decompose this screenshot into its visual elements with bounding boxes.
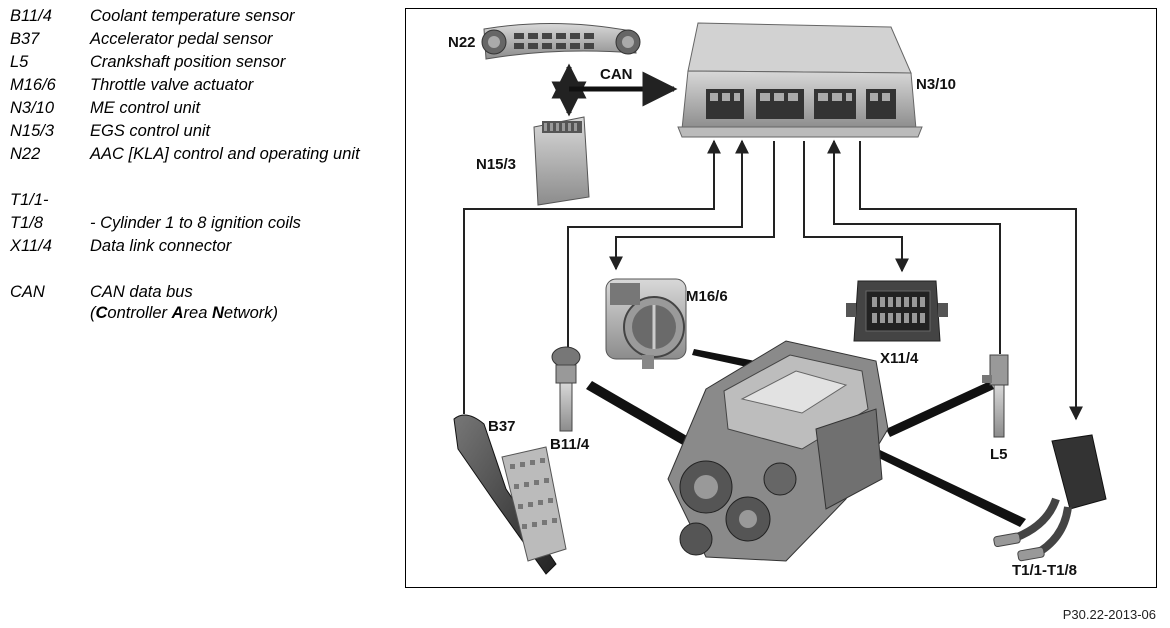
can-bus-arrows [551, 63, 678, 117]
n22-control-unit-image [481, 22, 641, 60]
legend-code: N15/3 [10, 122, 55, 140]
legend-code: N3/10 [10, 99, 55, 117]
label-b37: B37 [488, 418, 516, 435]
legend-code: B37 [10, 30, 40, 48]
l5-crankshaft-sensor-image [982, 354, 1009, 438]
legend-desc: CAN data bus [90, 283, 193, 301]
m16-6-throttle-valve-image [605, 278, 687, 369]
legend-desc: AAC [KLA] control and operating unit [90, 145, 360, 163]
legend-code: T1/8 [10, 214, 44, 232]
legend-code: M16/6 [10, 76, 56, 94]
label-n3-10: N3/10 [916, 76, 956, 93]
legend-desc: Throttle valve actuator [90, 76, 254, 94]
label-b11-4: B11/4 [550, 436, 590, 453]
legend-code: N22 [10, 145, 41, 163]
n3-10-me-control-unit-image [677, 22, 923, 138]
label-l5: L5 [990, 446, 1008, 463]
label-x11-4: X11/4 [880, 350, 919, 367]
legend-desc: EGS control unit [90, 122, 211, 140]
n15-3-egs-unit-image [533, 116, 590, 206]
label-t1-1-t1-8: T1/1-T1/8 [1012, 562, 1077, 579]
b37-accelerator-pedal-image [453, 414, 567, 575]
system-diagram: N22 CAN N15/3 N3/10 [448, 22, 1107, 579]
signal-lines [463, 139, 1083, 421]
document-reference: P30.22-2013-06 [1062, 607, 1156, 622]
legend-code: X11/4 [10, 237, 52, 255]
legend-desc: Accelerator pedal sensor [90, 30, 273, 48]
b11-4-coolant-sensor-image [551, 346, 581, 432]
legend-code: CAN [10, 283, 45, 301]
x11-4-data-link-connector-image [846, 280, 948, 342]
legend-code: B11/4 [10, 7, 52, 25]
diagram-frame: N22 CAN N15/3 N3/10 [405, 8, 1157, 588]
label-n22: N22 [448, 34, 476, 51]
can-expansion-text: (Controller Area Network) [90, 304, 278, 322]
legend-desc: ME control unit [90, 99, 201, 117]
legend-desc: - Cylinder 1 to 8 ignition coils [90, 214, 301, 232]
legend-code: L5 [10, 53, 29, 71]
engine-image [667, 340, 889, 562]
label-n15-3: N15/3 [476, 156, 516, 173]
t1-ignition-coil-image [993, 434, 1107, 562]
legend-desc: Data link connector [90, 237, 232, 255]
label-can: CAN [600, 66, 633, 83]
label-m16-6: M16/6 [686, 288, 728, 305]
legend-desc: Crankshaft position sensor [90, 53, 286, 71]
legend-code: T1/1- [10, 191, 49, 209]
legend-desc: Coolant temperature sensor [90, 7, 295, 25]
